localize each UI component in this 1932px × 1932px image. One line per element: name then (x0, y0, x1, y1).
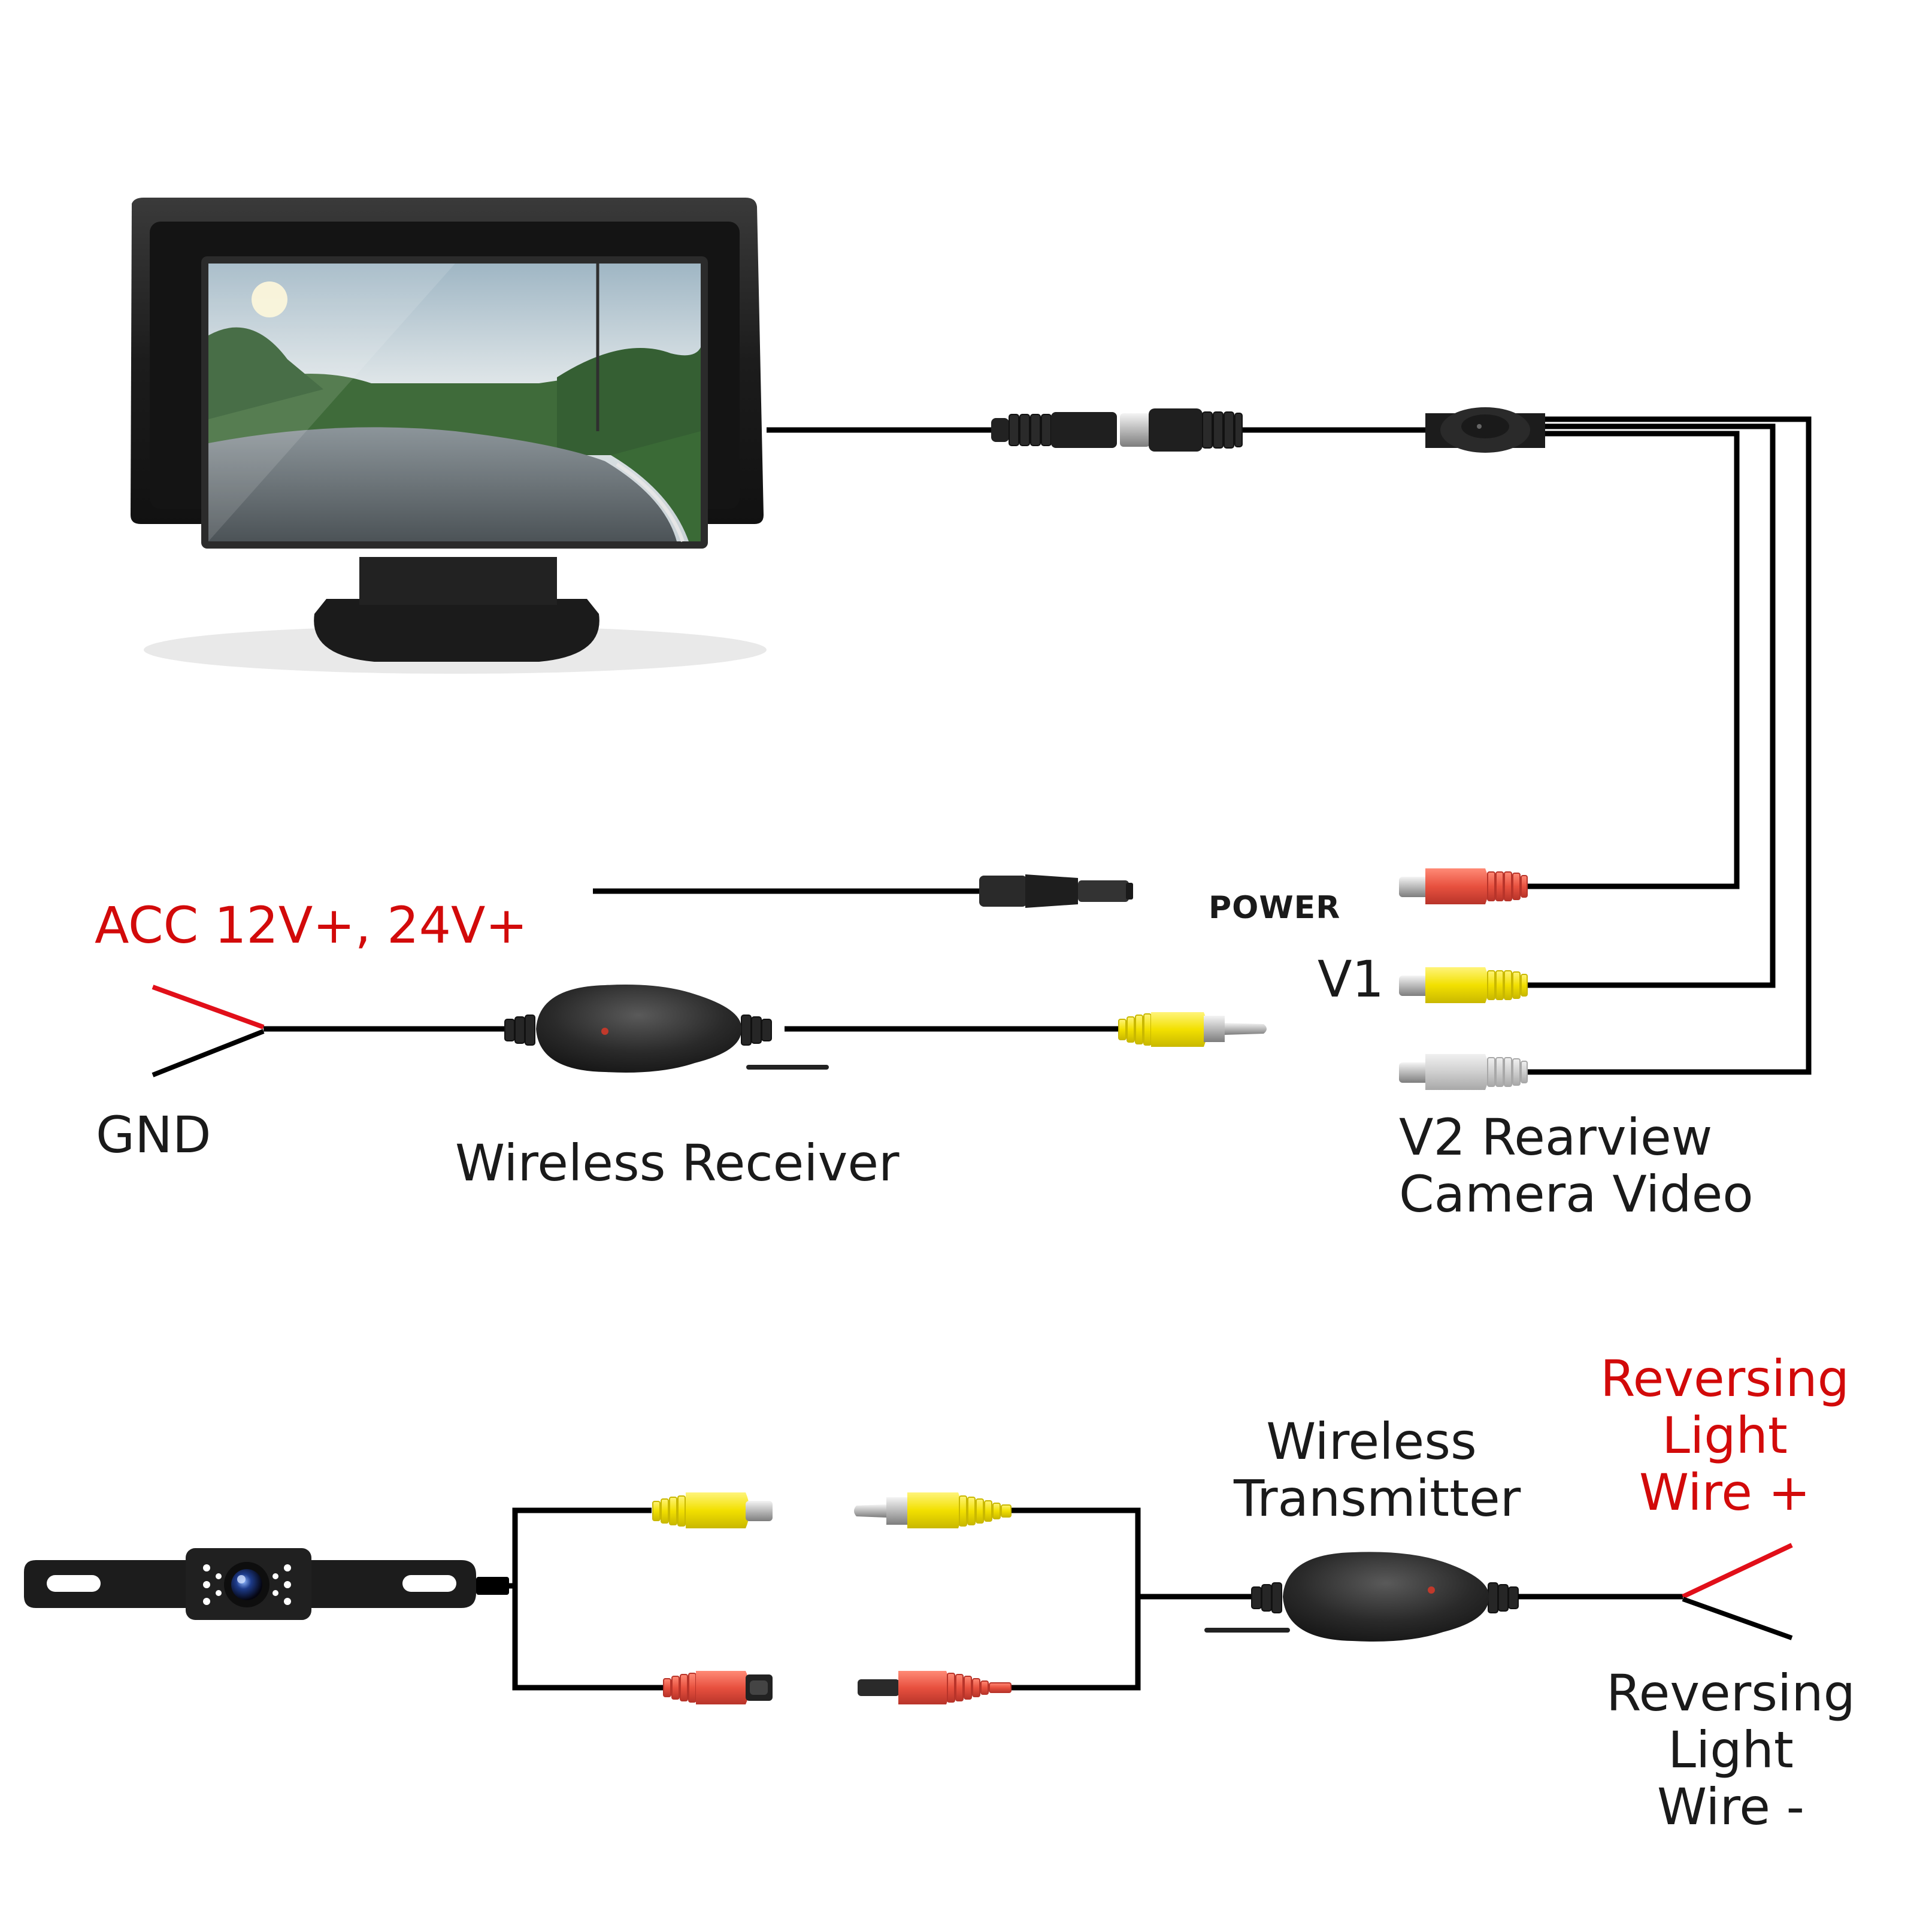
v1-label: V1 (1318, 950, 1384, 1009)
reversing-light-negative-line1: Reversing (1606, 1664, 1855, 1722)
av-connector-male (1120, 408, 1243, 452)
reversing-light-negative-line2: Light (1668, 1720, 1794, 1779)
v2-label-line1: V2 Rearview (1399, 1108, 1713, 1167)
dc-power-plug (979, 874, 1133, 908)
wireless-transmitter-label-line1: Wireless (1266, 1412, 1477, 1471)
reversing-light-negative-label: Reversing Light Wire - (1599, 1665, 1863, 1836)
camera-wires (509, 1507, 1252, 1691)
split-wires (1526, 416, 1812, 1075)
reversing-light-positive-label: Reversing Light Wire + (1593, 1350, 1857, 1521)
wireless-receiver (504, 985, 829, 1073)
rca-red-female-power (1399, 868, 1528, 904)
wireless-transmitter-label-line2: Transmitter (1234, 1468, 1521, 1528)
rca-yellow-male-transmitter (854, 1492, 1012, 1528)
wireless-transmitter-label: Wireless Transmitter (1234, 1412, 1521, 1528)
monitor-screen-image (208, 264, 701, 542)
reversing-light-positive-line1: Reversing (1600, 1349, 1849, 1408)
wireless-transmitter (1204, 1552, 1519, 1642)
wireless-receiver-label: Wireless Receiver (455, 1134, 900, 1192)
reversing-light-negative-line3: Wire - (1657, 1777, 1804, 1836)
splitter-junction (1425, 407, 1545, 453)
rca-white-female-v2 (1399, 1054, 1528, 1090)
av-connector-female (991, 412, 1117, 448)
reversing-light-positive-line2: Light (1662, 1406, 1788, 1465)
red-power-female-camera (663, 1671, 773, 1704)
v2-label: V2 Rearview Camera Video (1399, 1109, 1754, 1223)
reversing-light-positive-line3: Wire + (1639, 1462, 1810, 1522)
v2-label-line2: Camera Video (1399, 1164, 1754, 1224)
rca-yellow-female-camera (652, 1492, 773, 1528)
reversing-light-wires (1518, 1543, 1793, 1640)
red-power-male-transmitter (858, 1671, 1012, 1704)
gnd-label: GND (96, 1106, 211, 1164)
power-label: POWER (1209, 890, 1341, 926)
license-plate-camera (24, 1548, 509, 1620)
acc-label: ACC 12V+, 24V+ (95, 896, 528, 955)
rca-yellow-male (1118, 1012, 1267, 1047)
acc-gnd-wires (152, 985, 1120, 1077)
monitor (131, 198, 767, 674)
rca-yellow-female-v1 (1399, 967, 1528, 1003)
